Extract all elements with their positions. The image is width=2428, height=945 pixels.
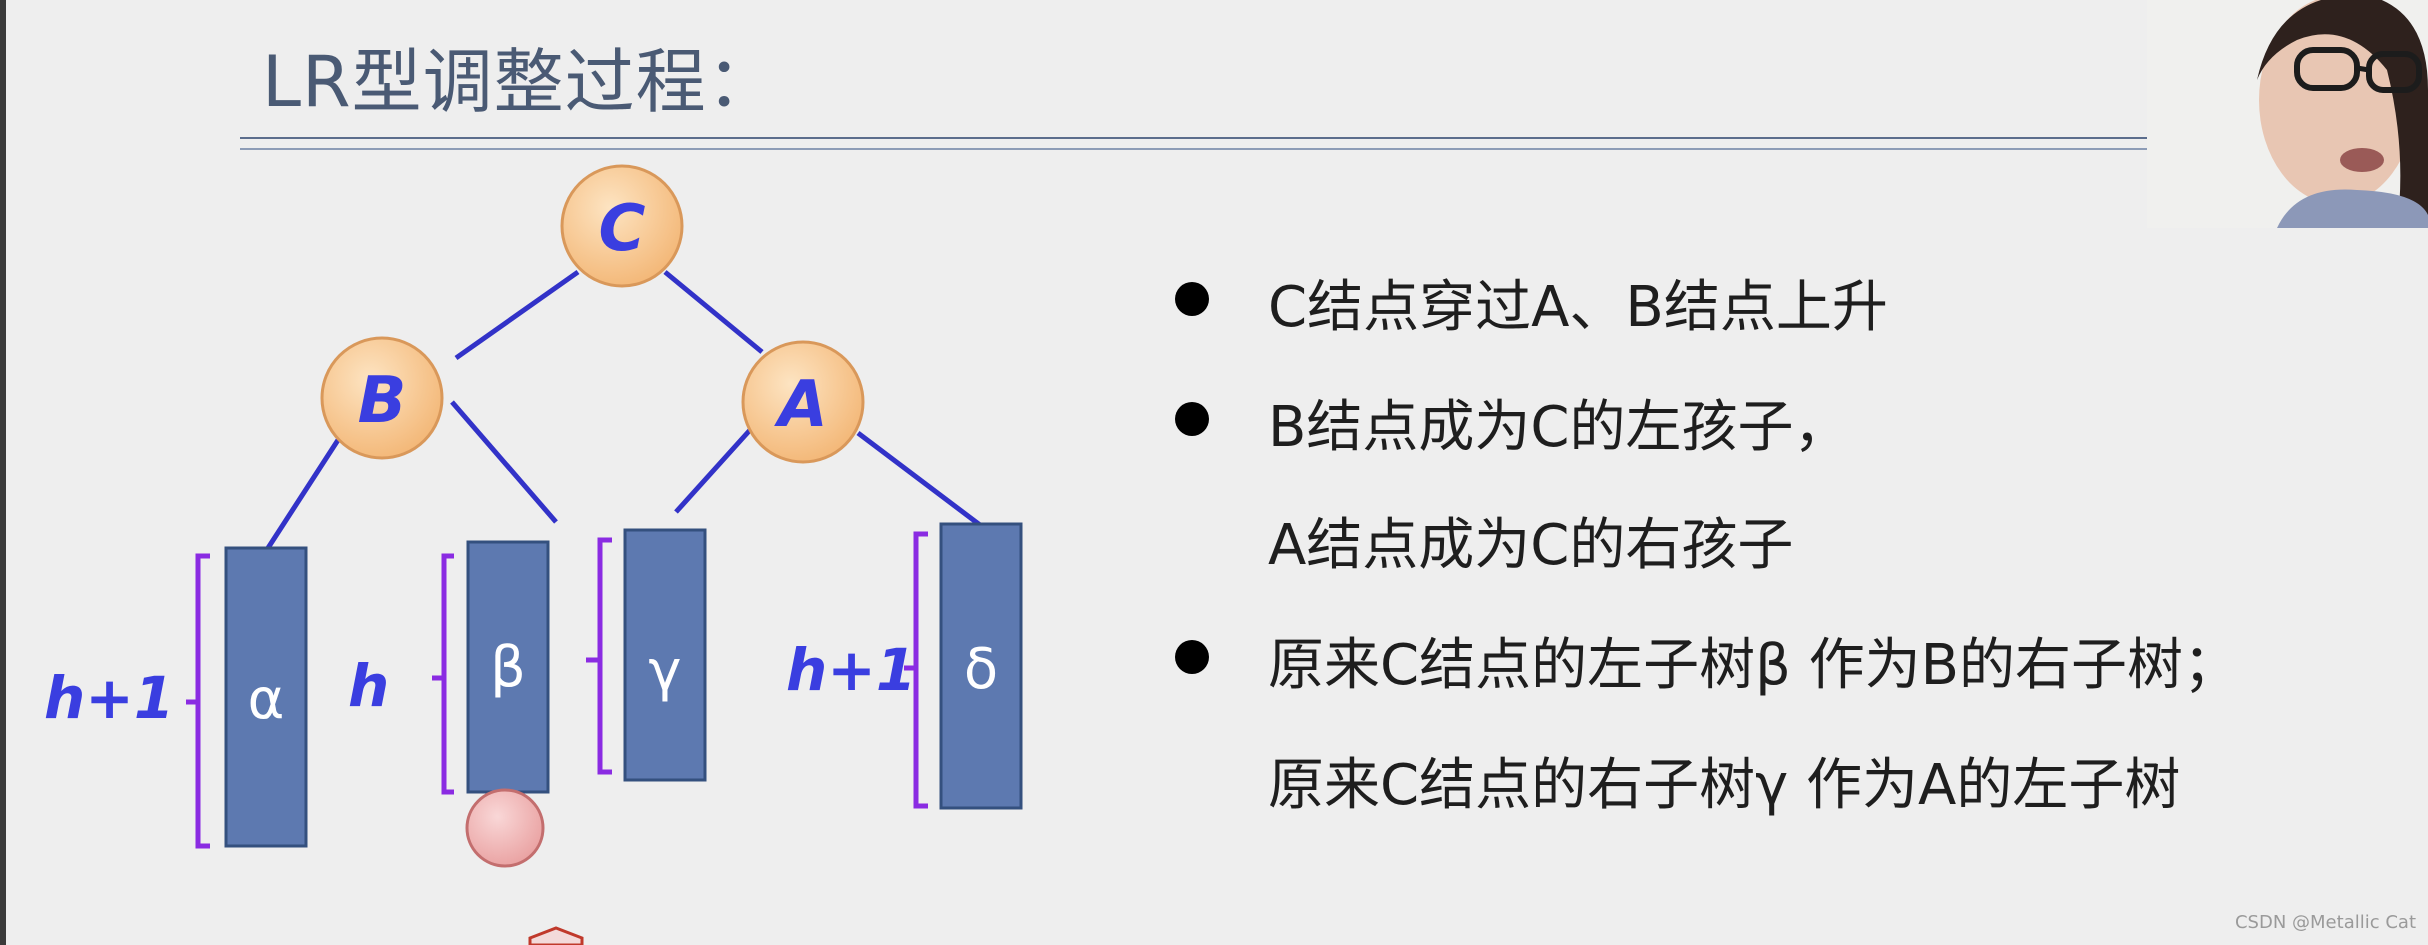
subtree-gamma-label: γ — [648, 639, 681, 704]
subtree-beta-label: β — [490, 635, 526, 700]
node-a — [741, 340, 865, 464]
node-c — [560, 164, 684, 288]
subtree-gamma — [623, 528, 707, 782]
title-rule-top — [240, 137, 2150, 139]
slide-title: LR型调整过程： — [262, 41, 778, 123]
bullet-dot-3 — [1175, 640, 1209, 674]
partial-shape — [528, 926, 584, 945]
bracket-delta — [904, 531, 928, 809]
presenter-video-icon — [2147, 0, 2428, 228]
title-rule-bottom — [240, 148, 2150, 150]
subtree-delta-label: δ — [964, 637, 998, 702]
watermark: CSDN @Metallic Cat — [2234, 912, 2416, 933]
edge-c-a — [663, 270, 764, 354]
webcam-overlay — [2147, 0, 2428, 228]
node-a-label: A — [773, 368, 828, 442]
subtree-delta — [939, 522, 1023, 810]
bullet-dot-1 — [1175, 282, 1209, 316]
height-label-beta: h — [348, 652, 389, 720]
bullet-2-line-1: B结点成为C的左孩子， — [1268, 395, 1850, 460]
bracket-gamma — [586, 537, 612, 775]
height-label-alpha: h+1 — [44, 664, 174, 732]
bracket-beta — [432, 553, 454, 795]
node-b-label: B — [358, 364, 407, 438]
edge-c-b — [454, 269, 580, 361]
bullet-3-line-2: 原来C结点的右子树γ 作为A的左子树 — [1268, 753, 2181, 818]
inserted-node — [465, 788, 545, 868]
subtree-beta — [466, 540, 550, 794]
edge-b-beta — [450, 400, 558, 524]
node-c-label: C — [599, 192, 646, 266]
window-edge — [0, 0, 6, 945]
bullet-1-line-1: C结点穿过A、B结点上升 — [1268, 275, 1888, 340]
node-b — [320, 336, 444, 460]
subtree-alpha — [224, 546, 308, 848]
edge-a-delta — [856, 431, 982, 527]
edge-a-gamma — [674, 428, 752, 514]
edge-b-alpha — [265, 438, 341, 550]
bullet-dot-2 — [1175, 402, 1209, 436]
height-label-delta: h+1 — [786, 636, 916, 704]
bracket-alpha — [186, 553, 210, 849]
bullet-3-line-1: 原来C结点的左子树β 作为B的右子树； — [1268, 633, 2240, 698]
bullet-2-line-2: A结点成为C的右孩子 — [1268, 513, 1794, 578]
subtree-alpha-label: α — [248, 667, 285, 732]
